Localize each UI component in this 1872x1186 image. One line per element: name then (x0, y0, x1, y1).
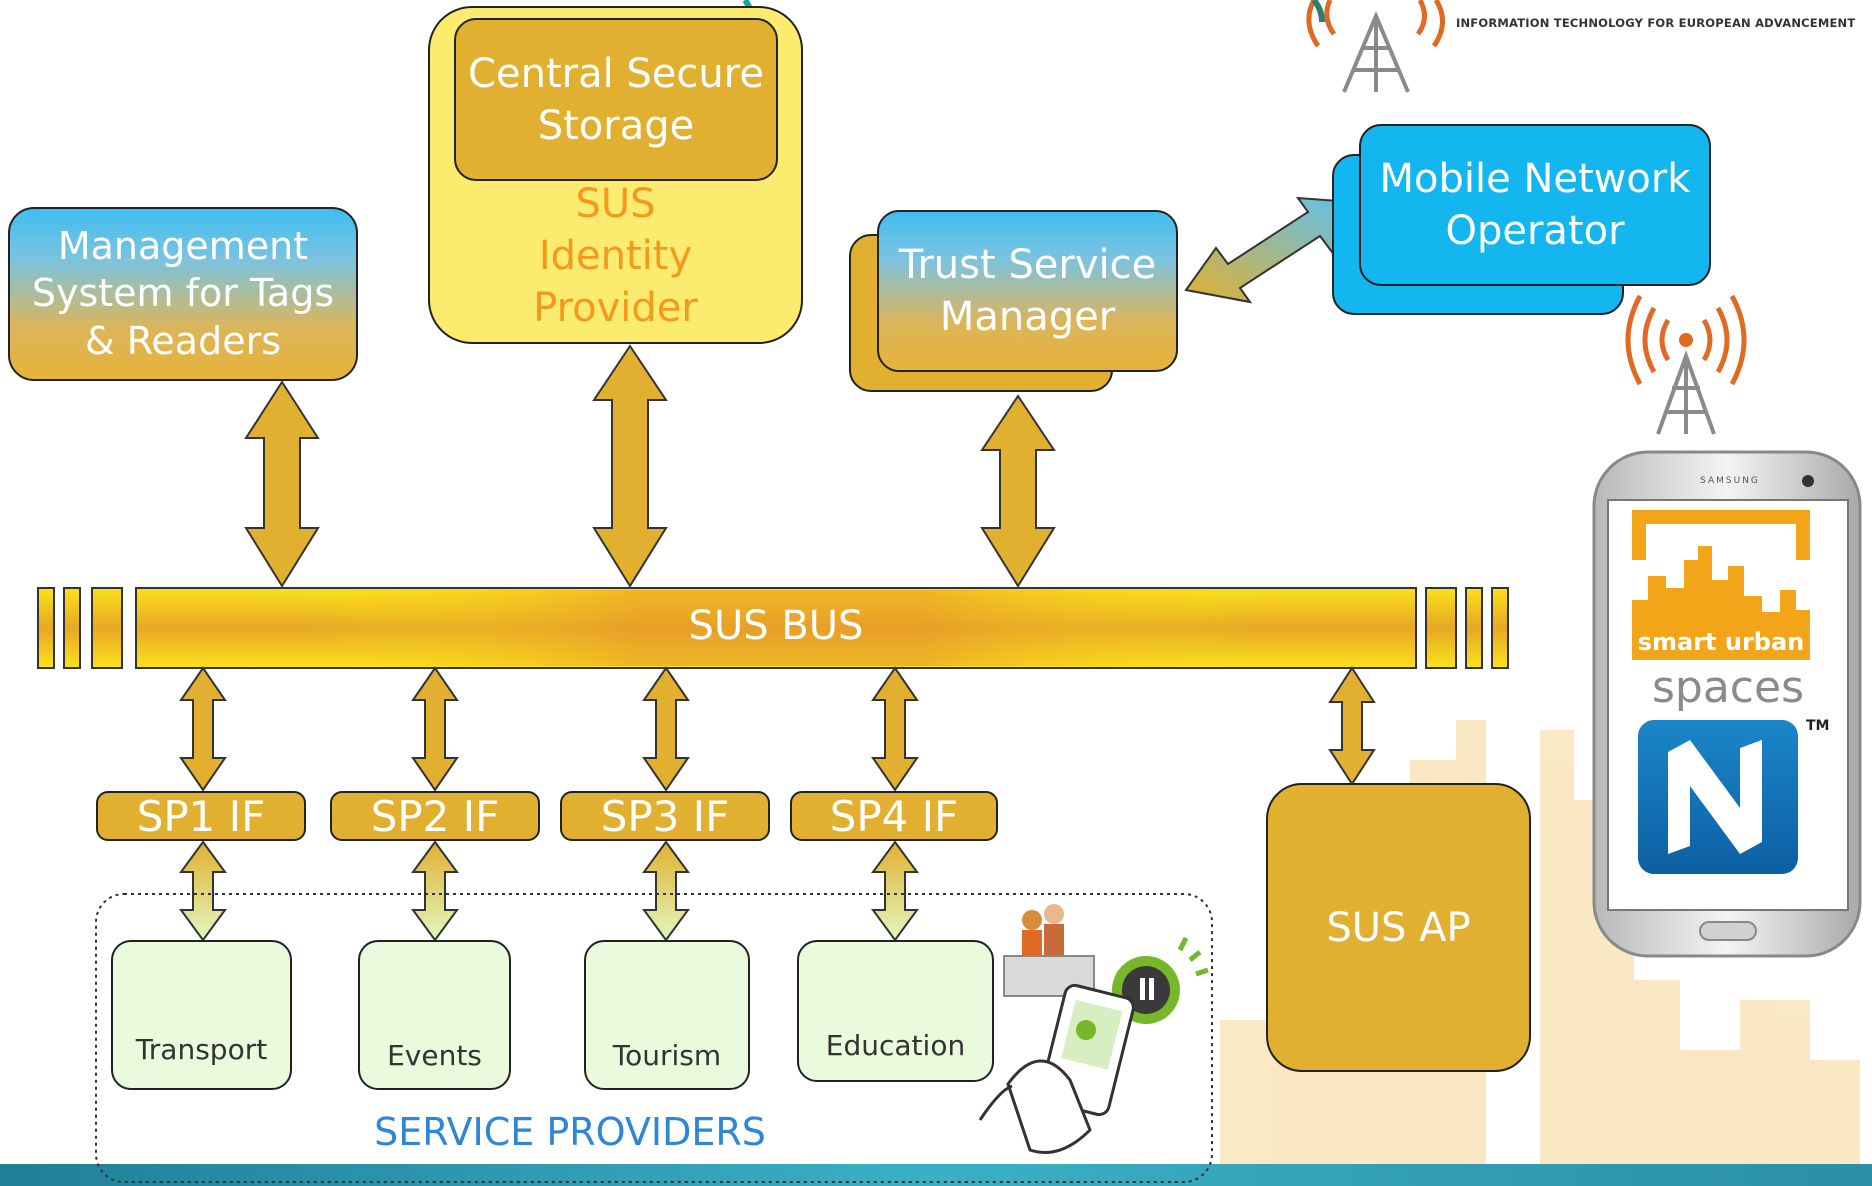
itea-logo (711, 0, 1325, 33)
footer-band (0, 1164, 1872, 1186)
sus-access-point: SUS AP (1266, 783, 1531, 1072)
nfc-trademark: TM (1806, 718, 1830, 734)
itea-tagline: INFORMATION TECHNOLOGY FOR EUROPEAN ADVA… (1456, 16, 1856, 30)
central-secure-storage: Central Secure Storage (454, 18, 778, 181)
service-transport: Transport (111, 940, 292, 1090)
mobile-network-operator-label: Mobile Network Operator (1379, 156, 1691, 254)
radio-waves-icon (1306, 0, 1445, 48)
phone-brand: SAMSUNG (1700, 476, 1760, 486)
sp1-interface: SP1 IF (96, 791, 306, 841)
service-education-label: Education (825, 1029, 966, 1062)
interface-service-arrows (179, 840, 919, 942)
management-system-label: Management System for Tags & Readers (31, 223, 335, 363)
bus-interface-arrows (179, 666, 1376, 792)
service-events: Events (358, 940, 511, 1090)
trust-service-manager: Trust Service Manager (877, 210, 1178, 372)
smart-urban-spaces-logo (1632, 510, 1810, 660)
management-system-box: Management System for Tags & Readers (8, 207, 358, 381)
sp3-interface: SP3 IF (560, 791, 770, 841)
tsm-mno-arrow (1184, 196, 1354, 304)
identity-provider-label: SUS Identity Provider (533, 181, 698, 331)
sus-bus-label: SUS BUS (688, 603, 864, 649)
service-tourism-label: Tourism (612, 1039, 722, 1072)
service-providers-title: SERVICE PROVIDERS (374, 1110, 766, 1154)
radio-tower-icon (1342, 10, 1410, 93)
spaces-text: spaces (1651, 662, 1804, 713)
bus-end-caps (37, 587, 1509, 669)
service-events-label: Events (387, 1039, 482, 1072)
service-providers-frame (95, 893, 1213, 1183)
service-education: Education (797, 940, 994, 1082)
radio-waves-icon (1625, 294, 1747, 386)
trust-service-manager-label: Trust Service Manager (898, 242, 1157, 340)
nfc-logo (1638, 720, 1798, 874)
radio-tower-icon (1656, 350, 1716, 435)
sp2-interface: SP2 IF (330, 791, 540, 841)
sus-ap-label: SUS AP (1326, 904, 1471, 951)
central-storage-label: Central Secure Storage (468, 50, 764, 149)
service-tourism: Tourism (584, 940, 750, 1090)
nfc-hand-phone-icon (978, 904, 1209, 1154)
smart-urban-text: smart urban (1637, 628, 1805, 656)
service-transport-label: Transport (135, 1033, 268, 1066)
mobile-network-operator: Mobile Network Operator (1359, 124, 1711, 286)
sp4-interface: SP4 IF (790, 791, 998, 841)
double-arrow-connectors (244, 344, 1056, 588)
